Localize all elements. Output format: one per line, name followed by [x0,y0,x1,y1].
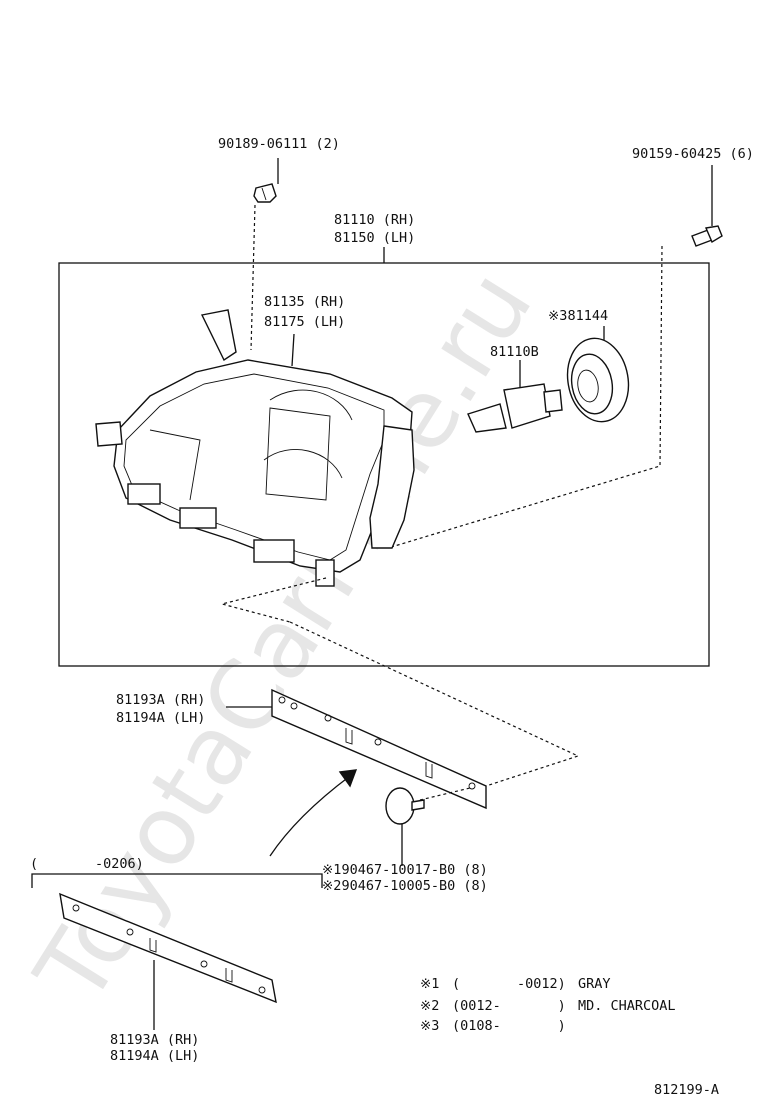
upper-bracket [271,688,487,810]
lower-range-label: ( -0206) [30,856,144,872]
legend-range: (0108- ) [452,1018,566,1034]
legend-color: GRAY [578,976,611,992]
clip-2-label: ※290467-10005-B0 (8) [322,878,488,894]
color-legend: ※1 ( -0012) GRAY ※2 (0012- ) MD. CHARCOA… [420,976,676,1034]
bolt-icon [691,225,723,247]
legend-mark: ※3 [420,1018,439,1034]
socket-icon [566,337,630,423]
headlamp-assembly [95,309,415,587]
screw-icon [253,183,277,203]
legend-mark: ※2 [420,998,439,1014]
lens-rh-label: 81135 (RH) [264,294,345,310]
screw-top-label: 90189-06111 (2) [218,136,340,152]
bracket-rh-label: 81193A (RH) [116,692,205,708]
arrowhead-icon [338,769,358,788]
socket-label: ※381144 [548,308,608,324]
bolt-label: 90159-60425 (6) [632,146,754,162]
lower-bracket-lh-label: 81194A (LH) [110,1048,199,1064]
lower-bracket [59,892,277,1004]
clip-1-label: ※190467-10017-B0 (8) [322,862,488,878]
headlamp-lh-label: 81150 (LH) [334,230,415,246]
legend-color: MD. CHARCOAL [578,998,676,1014]
bracket-lh-label: 81194A (LH) [116,710,205,726]
legend-mark: ※1 [420,976,439,992]
legend-range: (0012- ) [452,998,566,1014]
lens-lh-label: 81175 (LH) [264,314,345,330]
figure-id: 812199-A [654,1082,719,1098]
headlamp-rh-label: 81110 (RH) [334,212,415,228]
lower-bracket-rh-label: 81193A (RH) [110,1032,199,1048]
arrow-icon [269,775,351,857]
clip-icon [385,787,425,825]
legend-range: ( -0012) [452,976,566,992]
bulb-icon [467,383,563,433]
bulb-label: 81110B [490,344,539,360]
